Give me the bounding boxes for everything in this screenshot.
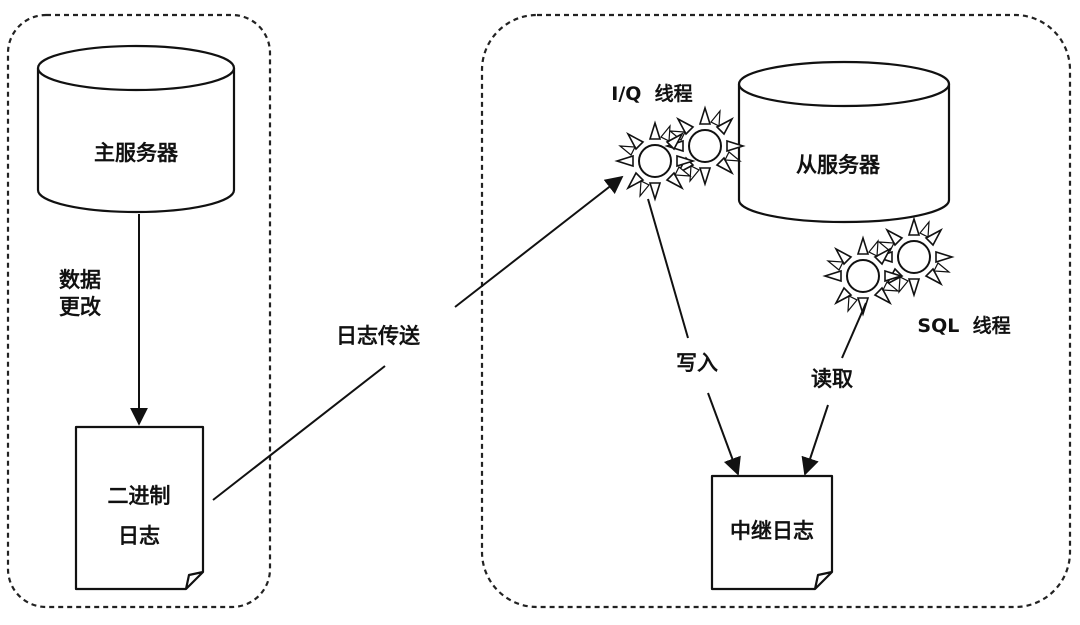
relay-log-label: 中继日志: [730, 519, 814, 543]
binlog-label-line1: 二进制: [108, 484, 171, 508]
data-change-label-line1: 数据: [59, 268, 101, 292]
log-shipping-arrow-upper: [454, 175, 624, 308]
read-line-upper: [841, 302, 867, 359]
slave-server-cylinder: [737, 60, 951, 224]
binlog-document: [74, 425, 205, 591]
write-label: 写入: [676, 351, 718, 375]
master-server-label: 主服务器: [94, 141, 179, 165]
log-shipping-line-lower: [212, 365, 386, 501]
write-arrow-lower: [707, 392, 741, 476]
binlog-label-line2: 日志: [118, 524, 160, 548]
io-thread-label: I/Q 线程: [611, 82, 692, 105]
read-arrow-lower: [801, 404, 829, 476]
master-server-cylinder: [36, 44, 236, 214]
relay-log-document: [710, 474, 834, 591]
slave-server-label: 从服务器: [796, 153, 881, 177]
sql-thread-label: SQL 线程: [917, 314, 1010, 337]
log-shipping-label: 日志传送: [336, 324, 421, 348]
data-change-label-line2: 更改: [59, 295, 102, 319]
io-thread-gear-icon: [616, 107, 744, 200]
master-container: [6, 13, 272, 609]
sql-thread-gear-icon: [824, 218, 953, 315]
slave-container: [480, 13, 1072, 609]
read-label: 读取: [811, 367, 853, 391]
write-line-upper: [647, 198, 689, 339]
